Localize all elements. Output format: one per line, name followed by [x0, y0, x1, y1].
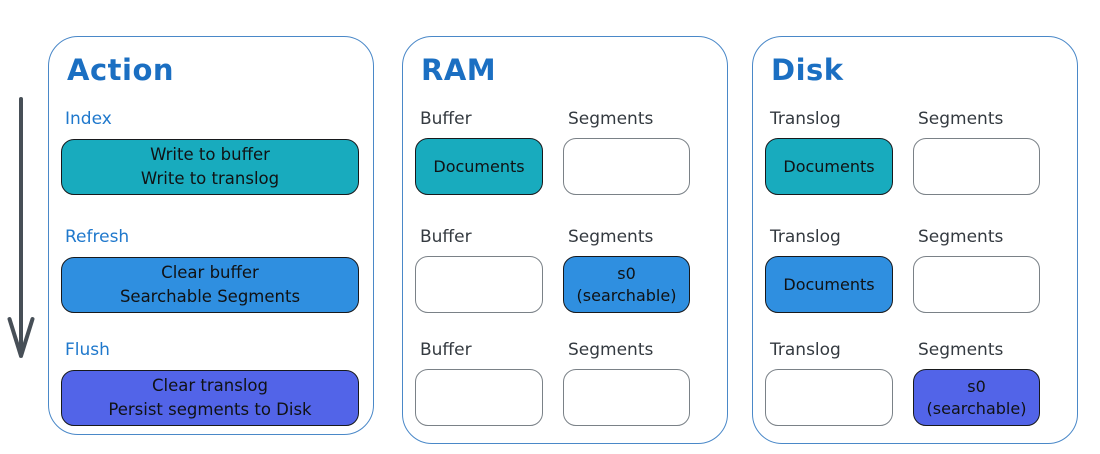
- ram-row2-segments-box: s0 (searchable): [563, 256, 690, 313]
- stage-refresh-box: Clear buffer Searchable Segments: [61, 257, 359, 313]
- stage-flush-box: Clear translog Persist segments to Disk: [61, 370, 359, 426]
- disk-row2-translog-label: Translog: [770, 227, 841, 247]
- disk-row3-translog-cell: Translog: [765, 338, 893, 426]
- ram-panel: RAM Buffer Documents Segments Buffer Seg…: [402, 36, 728, 444]
- ram-row2-segments-label: Segments: [568, 227, 654, 247]
- ram-row2-buffer-box: [415, 256, 543, 313]
- ram-row3-buffer-label: Buffer: [420, 340, 472, 360]
- ram-row2-segments-cell: Segments s0 (searchable): [563, 225, 690, 313]
- disk-row1-segments-label: Segments: [918, 109, 1004, 129]
- ram-row1-segments-cell: Segments: [563, 107, 690, 195]
- disk-row2-segments-label: Segments: [918, 227, 1004, 247]
- ram-row3-buffer-box: [415, 369, 543, 426]
- stage-index: Index Write to buffer Write to translog: [61, 107, 359, 195]
- disk-row3-segments-cell: Segments s0 (searchable): [913, 338, 1040, 426]
- ram-panel-title: RAM: [421, 53, 497, 87]
- disk-row1-segments-box: [913, 138, 1040, 195]
- disk-row2-segments-cell: Segments: [913, 225, 1040, 313]
- disk-row1-translog-label: Translog: [770, 109, 841, 129]
- disk-row2-segments-box: [913, 256, 1040, 313]
- disk-row1-segments-cell: Segments: [913, 107, 1040, 195]
- disk-row3-segments-box: s0 (searchable): [913, 369, 1040, 426]
- action-panel-title: Action: [67, 53, 175, 87]
- flow-down-arrow-icon: [7, 97, 35, 358]
- ram-row1-buffer-cell: Buffer Documents: [415, 107, 543, 195]
- ram-row3-buffer-cell: Buffer: [415, 338, 543, 426]
- disk-row2-translog-box: Documents: [765, 256, 893, 313]
- ram-row1-segments-label: Segments: [568, 109, 654, 129]
- stage-index-box: Write to buffer Write to translog: [61, 139, 359, 195]
- disk-panel: Disk Translog Documents Segments Translo…: [752, 36, 1078, 444]
- ram-row1-segments-box: [563, 138, 690, 195]
- disk-row3-translog-label: Translog: [770, 340, 841, 360]
- ram-row3-segments-label: Segments: [568, 340, 654, 360]
- disk-panel-title: Disk: [771, 53, 844, 87]
- ram-row2-buffer-label: Buffer: [420, 227, 472, 247]
- disk-row1-translog-cell: Translog Documents: [765, 107, 893, 195]
- stage-flush: Flush Clear translog Persist segments to…: [61, 338, 359, 426]
- action-panel: Action Index Write to buffer Write to tr…: [48, 36, 374, 435]
- disk-row2-translog-cell: Translog Documents: [765, 225, 893, 313]
- ram-row3-segments-box: [563, 369, 690, 426]
- disk-row1-translog-box: Documents: [765, 138, 893, 195]
- stage-refresh-label: Refresh: [65, 227, 130, 247]
- ram-row1-buffer-label: Buffer: [420, 109, 472, 129]
- ram-row1-buffer-box: Documents: [415, 138, 543, 195]
- stage-index-label: Index: [65, 109, 112, 129]
- disk-row3-segments-label: Segments: [918, 340, 1004, 360]
- stage-refresh: Refresh Clear buffer Searchable Segments: [61, 225, 359, 313]
- ram-row3-segments-cell: Segments: [563, 338, 690, 426]
- stage-flush-label: Flush: [65, 340, 110, 360]
- disk-row3-translog-box: [765, 369, 893, 426]
- ram-row2-buffer-cell: Buffer: [415, 225, 543, 313]
